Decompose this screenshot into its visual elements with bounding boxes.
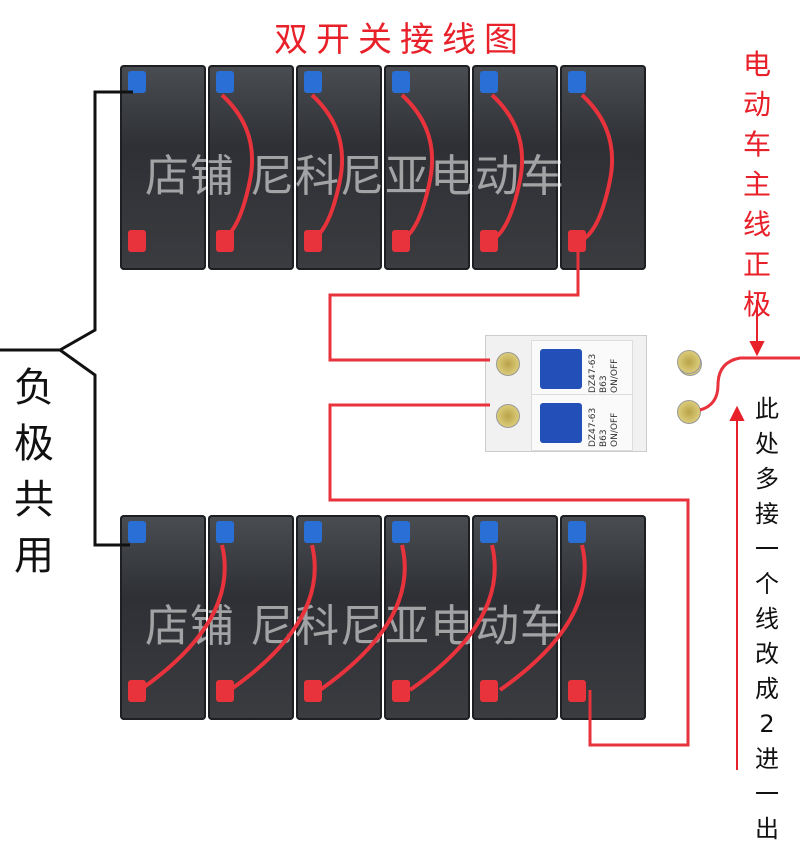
positive-wire [328, 240, 800, 747]
watermark: 店铺 尼科尼亚电动车 [145, 151, 565, 202]
note-label: 此处多接一个线改成2进一出 [755, 395, 779, 843]
negative-terminal [480, 521, 498, 543]
series-jumpers [138, 93, 615, 692]
battery [384, 65, 470, 270]
negative-terminal [304, 521, 322, 543]
negative-terminal [216, 521, 234, 543]
battery [472, 515, 558, 720]
negative-terminal [128, 71, 146, 93]
screw-icon [677, 400, 701, 424]
negative-terminal [480, 71, 498, 93]
positive-terminal [480, 230, 498, 252]
breaker-handle[interactable] [540, 349, 582, 389]
battery [296, 515, 382, 720]
screw-icon [496, 404, 520, 428]
negative-terminal [128, 521, 146, 543]
battery [384, 515, 470, 720]
arrow-icon [729, 300, 765, 770]
positive-terminal [480, 680, 498, 702]
negative-terminal [392, 521, 410, 543]
diagram-title: 双开关接线图 [274, 20, 526, 60]
battery [560, 515, 646, 720]
main-positive-label: 电动车主线正极 [742, 48, 771, 321]
positive-terminal [128, 680, 146, 702]
battery [120, 65, 206, 270]
negative-terminal [392, 71, 410, 93]
positive-terminal [304, 680, 322, 702]
breaker-handle[interactable] [540, 403, 582, 443]
negative-terminal [568, 71, 586, 93]
wiring [0, 90, 800, 770]
battery [120, 515, 206, 720]
battery [472, 65, 558, 270]
negative-wire [0, 90, 133, 547]
positive-terminal [392, 680, 410, 702]
battery [208, 65, 294, 270]
negative-terminal [568, 521, 586, 543]
battery [296, 65, 382, 270]
negative-shared-label: 负极共用 [14, 365, 54, 579]
positive-terminal [128, 230, 146, 252]
positive-terminal [216, 680, 234, 702]
battery-row-top [120, 65, 646, 270]
battery [560, 65, 646, 270]
negative-terminal [216, 71, 234, 93]
breaker-pole[interactable]: DZ47-63 B63 ON/OFF [531, 394, 633, 451]
negative-terminal [304, 71, 322, 93]
double-breaker[interactable]: DZ47-63 B63 ON/OFF DZ47-63 B63 ON/OFF [485, 335, 702, 452]
screw-icon [496, 352, 520, 376]
screw-icon [677, 350, 701, 374]
positive-terminal [568, 680, 586, 702]
breaker-pole[interactable]: DZ47-63 B63 ON/OFF [531, 340, 633, 397]
